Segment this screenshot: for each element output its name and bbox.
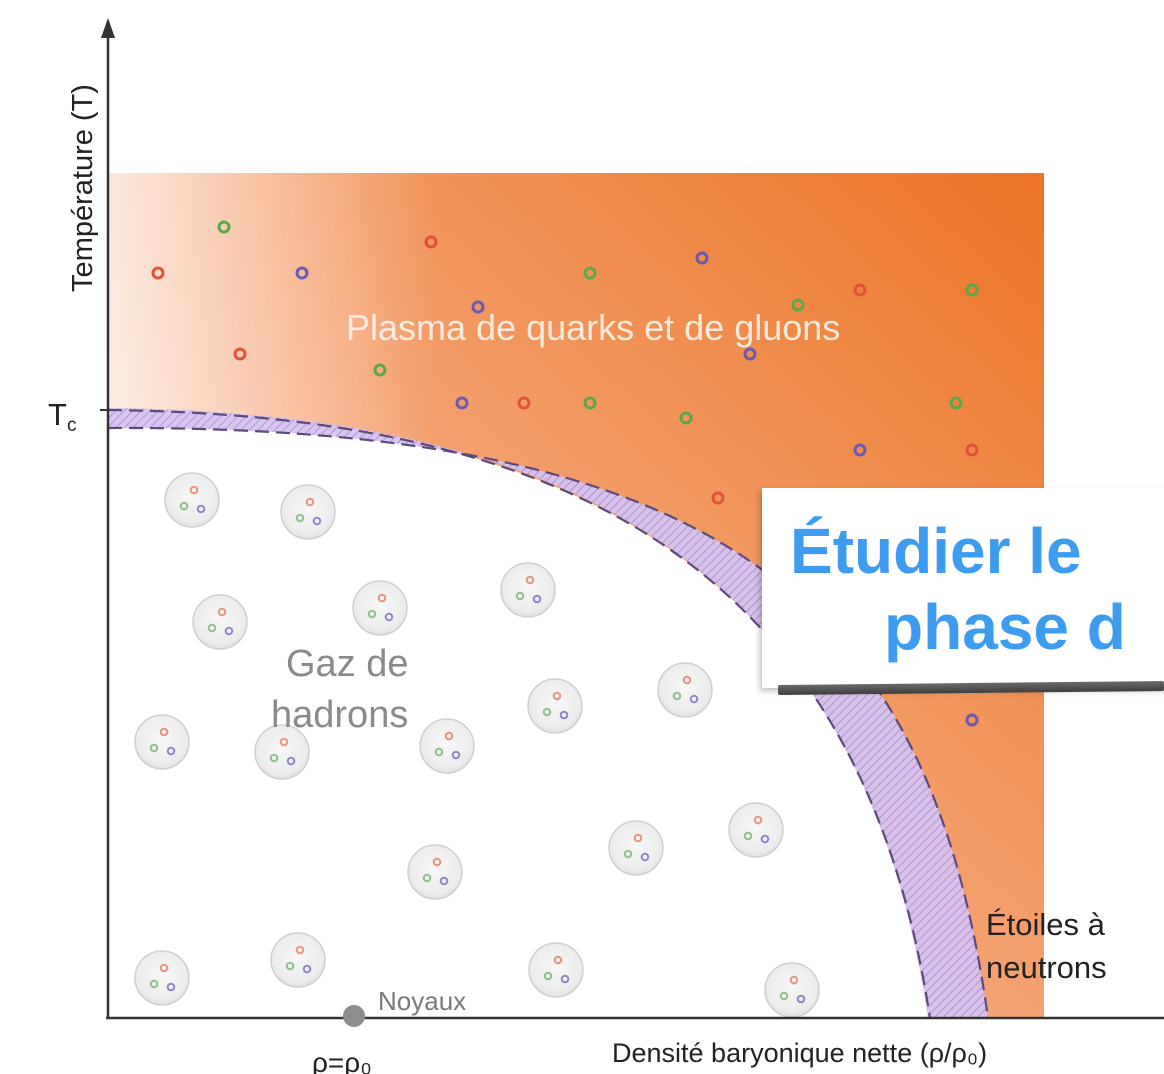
nuclei-marker bbox=[343, 1005, 365, 1027]
quark-icon bbox=[151, 266, 165, 280]
hadron-gas-label-line1: Gaz de bbox=[286, 643, 409, 685]
hadron-field bbox=[134, 472, 820, 1018]
y-axis-label: Température (T) bbox=[67, 84, 99, 292]
hadron-icon bbox=[500, 562, 556, 618]
hadron-icon bbox=[280, 484, 336, 540]
hadron-icon bbox=[728, 802, 784, 858]
quark-icon bbox=[965, 713, 979, 727]
quark-icon bbox=[424, 235, 438, 249]
hadron-icon bbox=[764, 962, 820, 1018]
hadron-icon bbox=[657, 662, 713, 718]
quark-icon bbox=[233, 347, 247, 361]
hadron-gas-label-line2: hadrons bbox=[271, 694, 408, 736]
qgp-label: Plasma de quarks et de gluons bbox=[346, 307, 840, 348]
neutron-stars-label-line1: Étoiles à bbox=[986, 907, 1106, 942]
quark-icon bbox=[373, 363, 387, 377]
quark-icon bbox=[517, 396, 531, 410]
rho0-label: ρ=ρ₀ bbox=[312, 1047, 372, 1074]
hadron-icon bbox=[192, 594, 248, 650]
quark-icon bbox=[853, 443, 867, 457]
axes bbox=[101, 18, 1164, 1020]
quark-icon bbox=[791, 298, 805, 312]
title-banner: Étudier le phase d bbox=[762, 488, 1164, 688]
hadron-icon bbox=[270, 932, 326, 988]
quark-icon bbox=[583, 396, 597, 410]
hadron-icon bbox=[528, 942, 584, 998]
quark-icon bbox=[965, 283, 979, 297]
quark-icon bbox=[455, 396, 469, 410]
quark-icon bbox=[295, 266, 309, 280]
quark-icon bbox=[471, 300, 485, 314]
hadron-icon bbox=[419, 718, 475, 774]
x-axis-label: Densité baryonique nette (ρ/ρ₀) bbox=[612, 1038, 987, 1068]
quark-icon bbox=[743, 347, 757, 361]
quark-icon bbox=[949, 396, 963, 410]
quark-icon bbox=[853, 283, 867, 297]
transition-line-inner bbox=[107, 408, 932, 1019]
quark-icon bbox=[679, 411, 693, 425]
quark-icon bbox=[711, 491, 725, 505]
hadron-icon bbox=[134, 714, 190, 770]
hadron-icon bbox=[608, 820, 664, 876]
hadron-icon bbox=[254, 724, 310, 780]
hadron-icon bbox=[134, 950, 190, 1006]
nuclei-label: Noyaux bbox=[378, 986, 466, 1016]
hadron-icon bbox=[527, 678, 583, 734]
tc-label: Tc bbox=[48, 397, 76, 436]
y-axis-arrowhead bbox=[101, 18, 115, 38]
quark-icon bbox=[583, 266, 597, 280]
quark-field bbox=[151, 220, 979, 727]
neutron-stars-label-line2: neutrons bbox=[986, 950, 1107, 985]
quark-icon bbox=[217, 220, 231, 234]
banner-line-1: Étudier le bbox=[790, 515, 1082, 587]
quark-icon bbox=[965, 443, 979, 457]
hadron-icon bbox=[407, 844, 463, 900]
banner-line-2: phase d bbox=[884, 591, 1126, 663]
hadron-icon bbox=[164, 472, 220, 528]
quark-icon bbox=[695, 251, 709, 265]
hadron-gas-region bbox=[108, 410, 930, 1018]
hadron-icon bbox=[352, 580, 408, 636]
